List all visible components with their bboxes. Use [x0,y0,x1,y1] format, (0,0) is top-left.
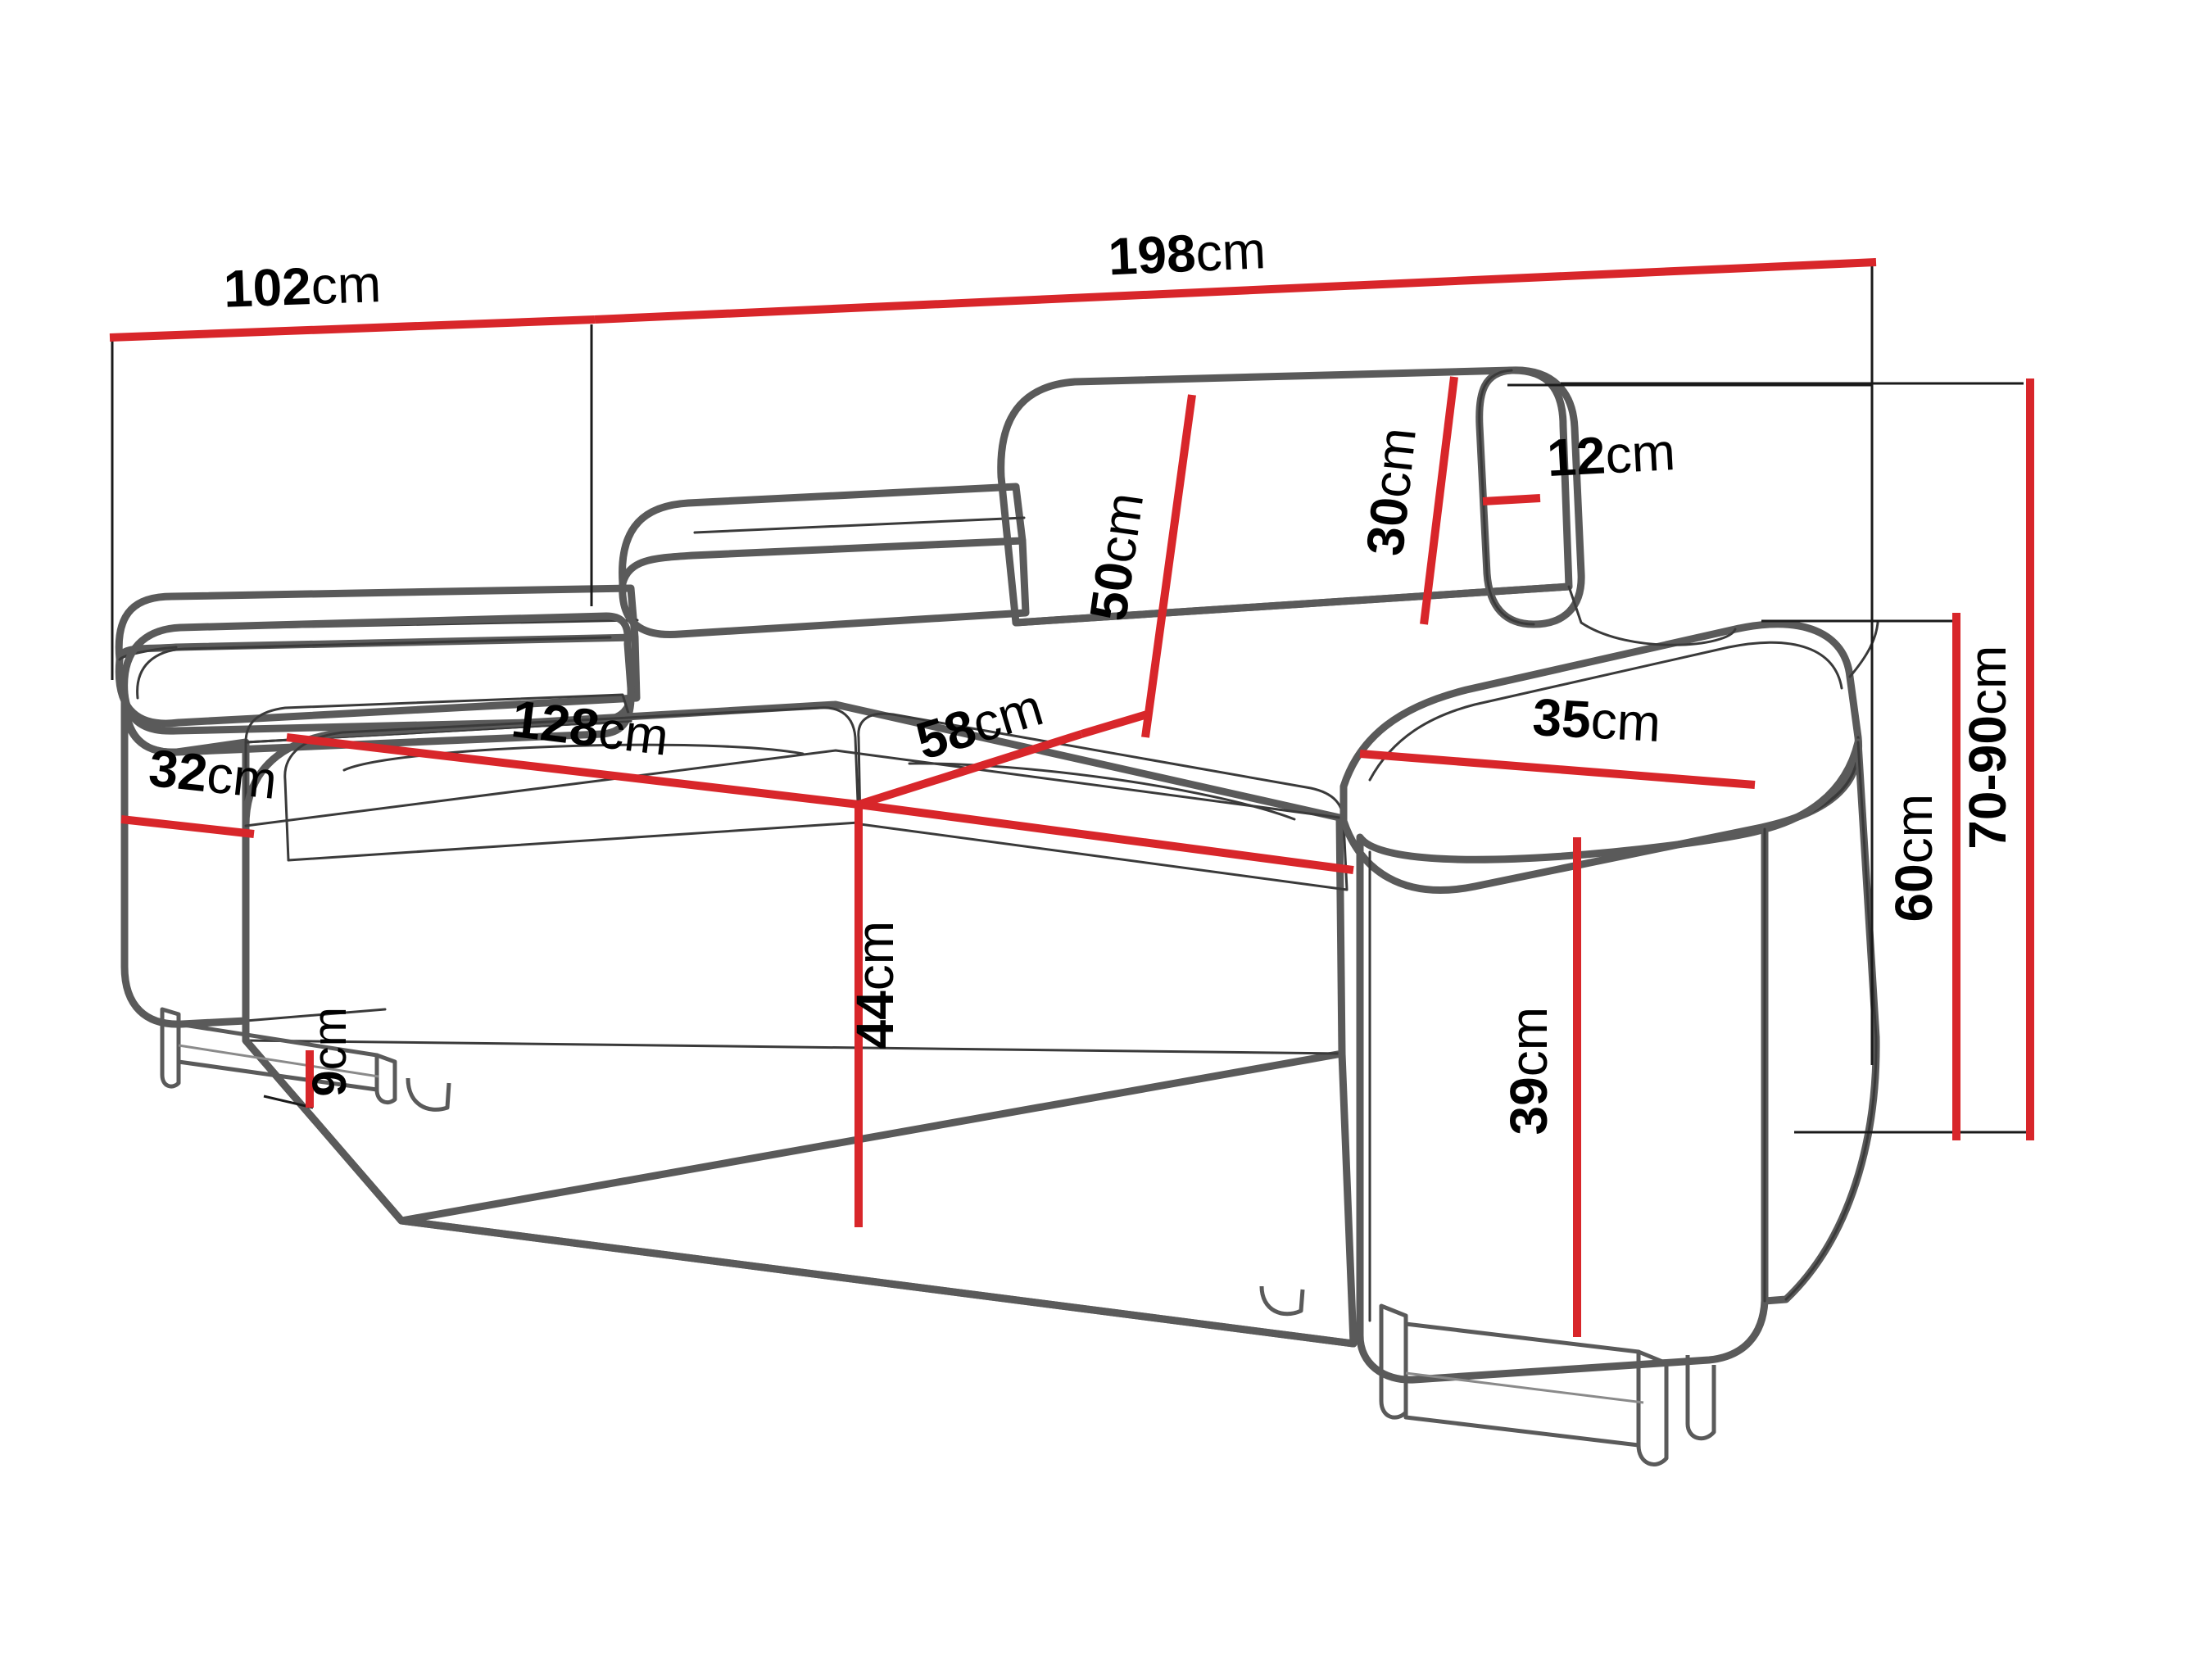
sofa-legs [160,1007,1716,1466]
dimline-50 [1141,394,1196,738]
seat-cushion-left [283,706,860,862]
label-39cm: 39cm [1499,934,1558,1237]
label-12cm: 12cm [1444,418,1749,492]
label-198cm: 198cm [1005,217,1339,291]
label-9cm: 9cm [303,941,356,1190]
label-30cm: 30cm [1344,352,1435,660]
backrest-panel [997,366,1573,627]
leg-small-center [1259,1285,1305,1317]
leg-center [406,1077,451,1112]
dimline-198 [594,258,1877,324]
right-armrest-body [1356,736,1861,1384]
seat-body [242,700,1346,1225]
leg-front-right [1379,1303,1669,1466]
dimline-35 [1359,750,1756,789]
leader-lines [111,262,2030,1134]
sofa-front-panel [242,1036,1358,1348]
label-128cm: 128cm [407,677,744,776]
right-back-side [1761,738,1880,1305]
back-edge [1567,585,1879,678]
leg-back-right [1685,1355,1716,1441]
label-60cm: 60cm [1884,721,1943,1024]
leg-front-left [160,1007,397,1104]
label-50cm: 50cm [1064,417,1165,725]
sofa-illustration [115,366,1880,1384]
dimline-58-ext [1080,710,1149,738]
left-inner-arm [244,693,632,744]
dimline-seat-front-right [858,800,1354,874]
dimline-58 [857,730,1083,809]
dimline-30 [1420,376,1458,625]
label-32cm: 32cm [45,728,352,818]
leader-9-connector [263,1095,314,1109]
dimline-128 [286,733,859,809]
dimline-102 [109,315,596,342]
dimension-labels: 102cm 198cm 50cm 30cm 12cm 32cm 128cm 58… [45,217,2017,1237]
dimline-12 [1482,494,1541,505]
dimension-lines [109,258,2034,1337]
label-35cm: 35cm [1430,682,1735,756]
label-70-90cm: 70-90cm [1958,573,2017,951]
label-44cm: 44cm [845,848,904,1151]
dimline-32 [120,815,255,838]
center-headrest [619,483,1030,639]
label-102cm: 102cm [120,252,455,322]
